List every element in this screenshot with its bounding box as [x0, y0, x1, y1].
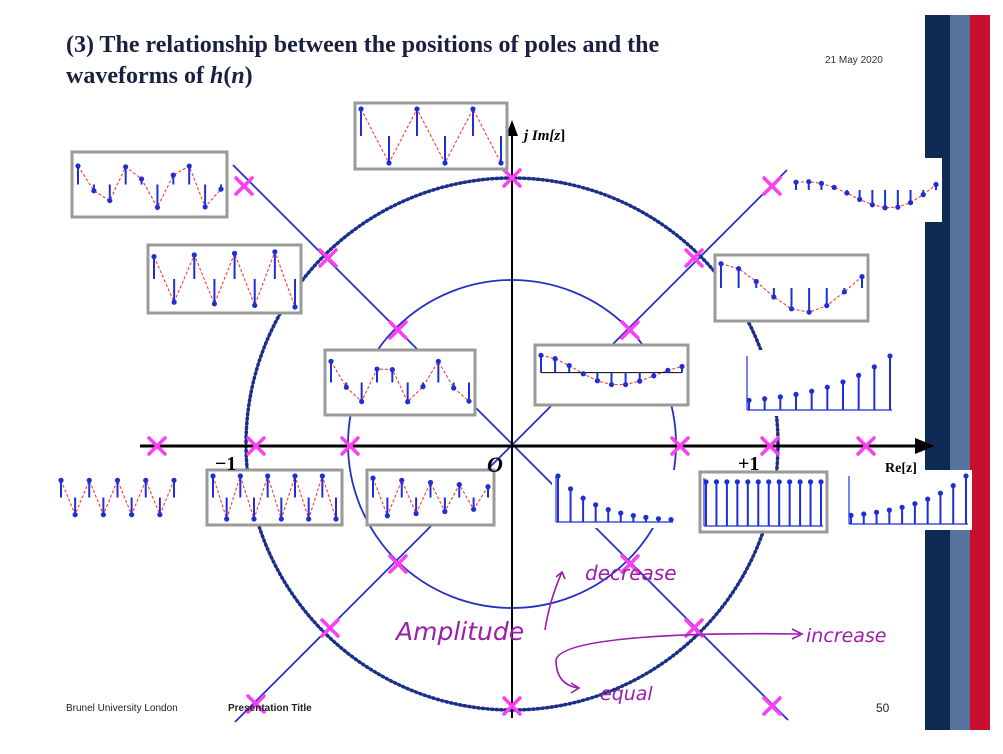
ink-arrow-equal — [555, 659, 579, 689]
pole-marker — [670, 436, 690, 456]
pole-marker — [762, 176, 782, 196]
pole-marker — [762, 696, 782, 716]
pole-marker — [318, 248, 338, 268]
title-paren-open: ( — [223, 63, 232, 89]
pole-marker — [388, 320, 408, 340]
minus-one-label: −1 — [215, 453, 236, 475]
pole-marker — [620, 320, 640, 340]
pole-marker — [684, 618, 704, 638]
plus-one-label: +1 — [738, 453, 759, 475]
ink-arrow-decrease — [544, 571, 563, 631]
title-n: n — [231, 63, 245, 89]
waveform-plot — [70, 150, 229, 219]
waveform-plot — [713, 253, 870, 323]
slide-date: 21 May 2020 — [825, 55, 883, 66]
waveform-plot — [365, 468, 496, 527]
origin-label: O — [487, 452, 503, 477]
title-line-1: (3) The relationship between the positio… — [66, 32, 660, 58]
annotation-amplitude: Amplitude — [394, 617, 524, 646]
pole-marker — [147, 436, 167, 456]
pole-marker — [340, 436, 360, 456]
pole-marker — [502, 696, 522, 716]
footer-presentation-title: Presentation Title — [228, 703, 312, 714]
waveform-plot — [323, 348, 477, 417]
imag-axis-arrow — [506, 120, 518, 136]
pole-marker — [234, 176, 254, 196]
footer-university: Brunel University London — [66, 703, 178, 714]
waveform-plot — [55, 470, 180, 525]
real-axis-label: Re[z] — [885, 461, 917, 476]
annotation-decrease: decrease — [585, 561, 677, 585]
pole-marker — [246, 694, 266, 714]
pole-marker — [502, 168, 522, 188]
ink-arrow-increase-head — [791, 628, 804, 640]
waveform-plot — [743, 350, 896, 416]
waveform-plot — [845, 470, 972, 530]
title-line-2: waveforms of — [66, 63, 210, 89]
pole-marker — [684, 248, 704, 268]
waveform-plot — [146, 243, 303, 315]
title-h: h — [209, 63, 224, 89]
waveform-plot — [790, 158, 942, 222]
ink-arrow-decrease-head — [555, 570, 566, 580]
imag-axis-label: j Im[z] — [522, 128, 565, 144]
footer-page-number: 50 — [876, 701, 890, 715]
pole-marker — [388, 554, 408, 574]
waveform-plot — [353, 101, 509, 171]
poles-group — [147, 168, 876, 716]
title-paren-close: ) — [244, 63, 253, 89]
slide-title: (3) The relationship between the positio… — [66, 30, 659, 92]
ink-arrow-equal-head — [570, 682, 581, 694]
stripe-navy — [925, 15, 950, 730]
waveform-plot — [205, 468, 344, 527]
waveform-plots — [55, 101, 972, 534]
stripe-slate — [950, 15, 970, 730]
waveform-plot — [533, 343, 690, 407]
pole-marker — [246, 436, 266, 456]
waveform-plot — [552, 470, 677, 528]
real-axis-arrow — [915, 438, 935, 454]
pole-marker — [760, 436, 780, 456]
pole-marker — [320, 618, 340, 638]
annotation-equal: equal — [600, 683, 653, 705]
ink-arrow-increase — [555, 632, 801, 661]
annotation-increase: increase — [806, 625, 887, 647]
stripe-red — [970, 15, 990, 730]
pole-marker — [620, 554, 640, 574]
pole-marker — [856, 436, 876, 456]
waveform-plot — [698, 470, 829, 534]
